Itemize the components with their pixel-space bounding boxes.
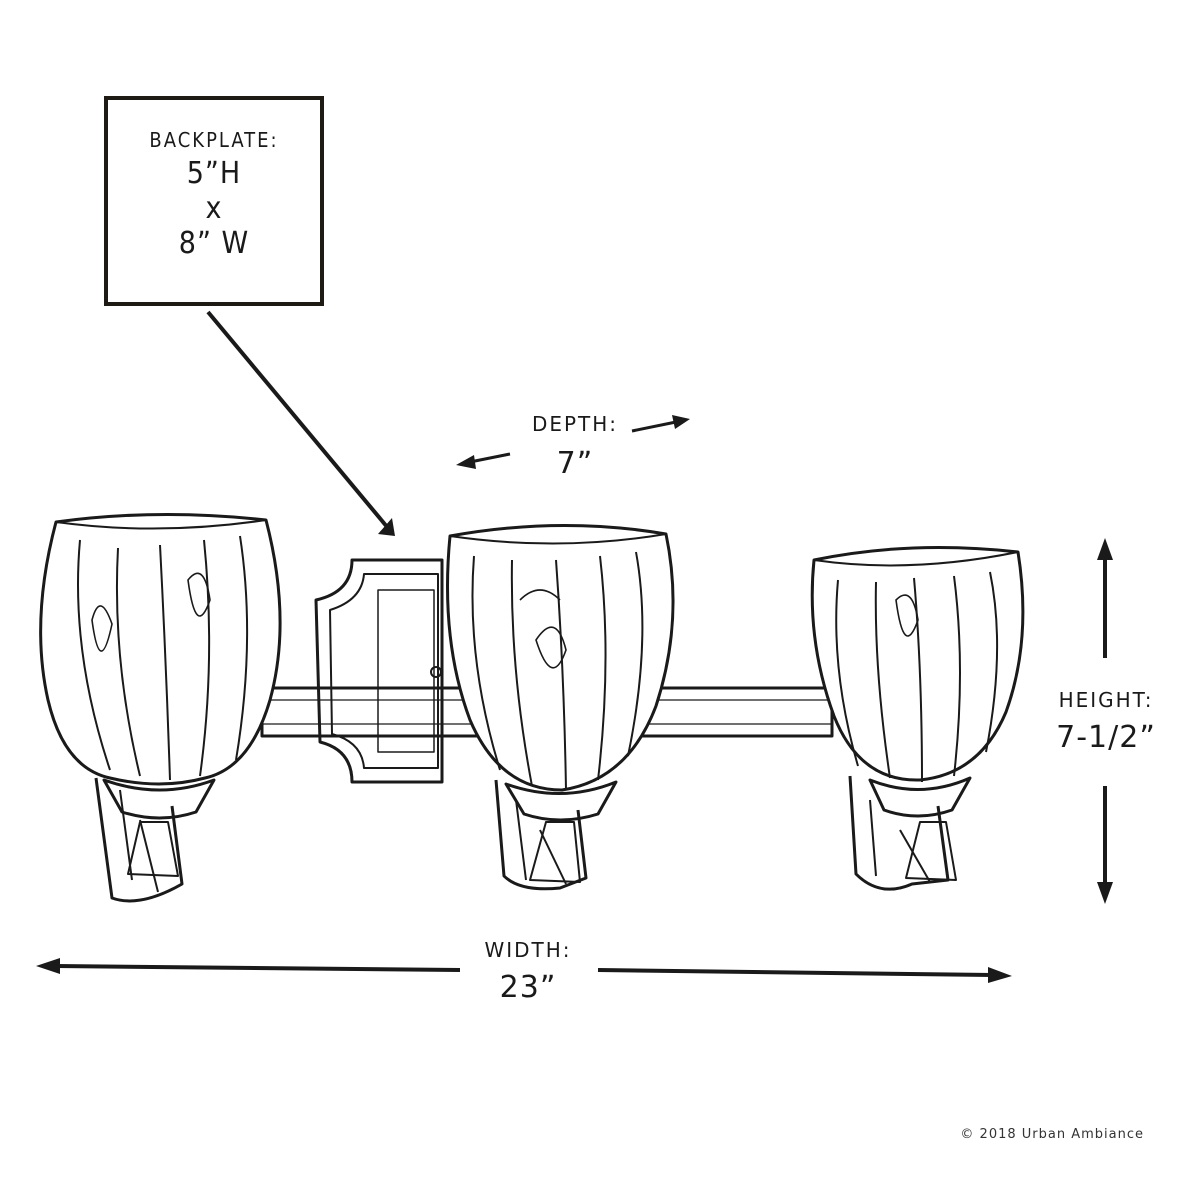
depth-value: 7” [556,446,594,481]
backplate-shape [314,558,444,784]
shade-left [39,512,282,903]
depth-label: DEPTH: [531,412,619,436]
backplate-leader-arrow [206,310,395,536]
backplate-times-sign: x [205,191,223,226]
backplate-label: BACKPLATE: [149,128,279,152]
width-label: WIDTH: [484,938,572,962]
width-value: 23” [499,970,557,1005]
height-label: HEIGHT: [1058,688,1154,712]
copyright-notice: © 2018 Urban Ambiance [960,1127,1144,1142]
height-arrow-up [1097,538,1113,658]
backplate-width-value: 8” W [178,226,250,261]
shade-center [446,523,675,891]
width-arrow-left [36,958,461,974]
backplate-callout-box: BACKPLATE: 5”H x 8” W [104,96,324,306]
depth-arrow-left [456,452,511,469]
height-arrow-down [1097,786,1113,904]
backplate-height-value: 5”H [186,156,242,191]
depth-arrow-right [631,415,690,433]
fixture [39,512,1025,903]
width-arrow-right [597,967,1012,983]
height-value: 7-1/2” [1056,720,1156,755]
shade-right [810,546,1025,891]
